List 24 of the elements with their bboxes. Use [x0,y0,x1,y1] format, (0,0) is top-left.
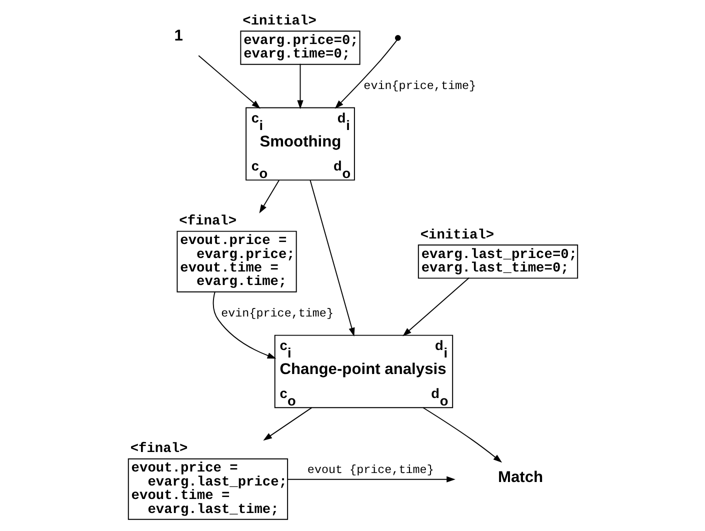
node-box: evarg.last_price=0; evarg.last_time=0; [418,244,578,279]
arrow [263,407,312,441]
arrow [297,63,304,110]
arrow [422,407,502,463]
node-label: <initial> [242,14,316,30]
arrow [198,55,260,109]
edge-label: evout {price,time} [307,463,434,478]
edge-label: evin{price,time} [221,306,334,320]
arrow [286,476,456,482]
arrow [402,277,470,336]
node-label: <final> [130,442,188,458]
node-box: evout.price = evarg.price; evout.time = evarg.time; [176,230,297,292]
node-text: 1 [174,28,183,45]
node-text: Match [498,469,544,486]
arrow [334,40,398,109]
arrow [310,180,355,337]
edge-label: evin{price,time} [364,78,476,93]
node-box: evarg.price=0; evarg.time=0; [240,30,360,65]
node-label: <final> [179,214,237,230]
arrow [212,291,276,359]
node-label: <initial> [420,228,494,244]
node-circle [394,35,401,41]
node-box: evout.price = evarg.last_price; evout.time = evarg.last_time; [128,458,288,520]
arrow [259,180,280,214]
